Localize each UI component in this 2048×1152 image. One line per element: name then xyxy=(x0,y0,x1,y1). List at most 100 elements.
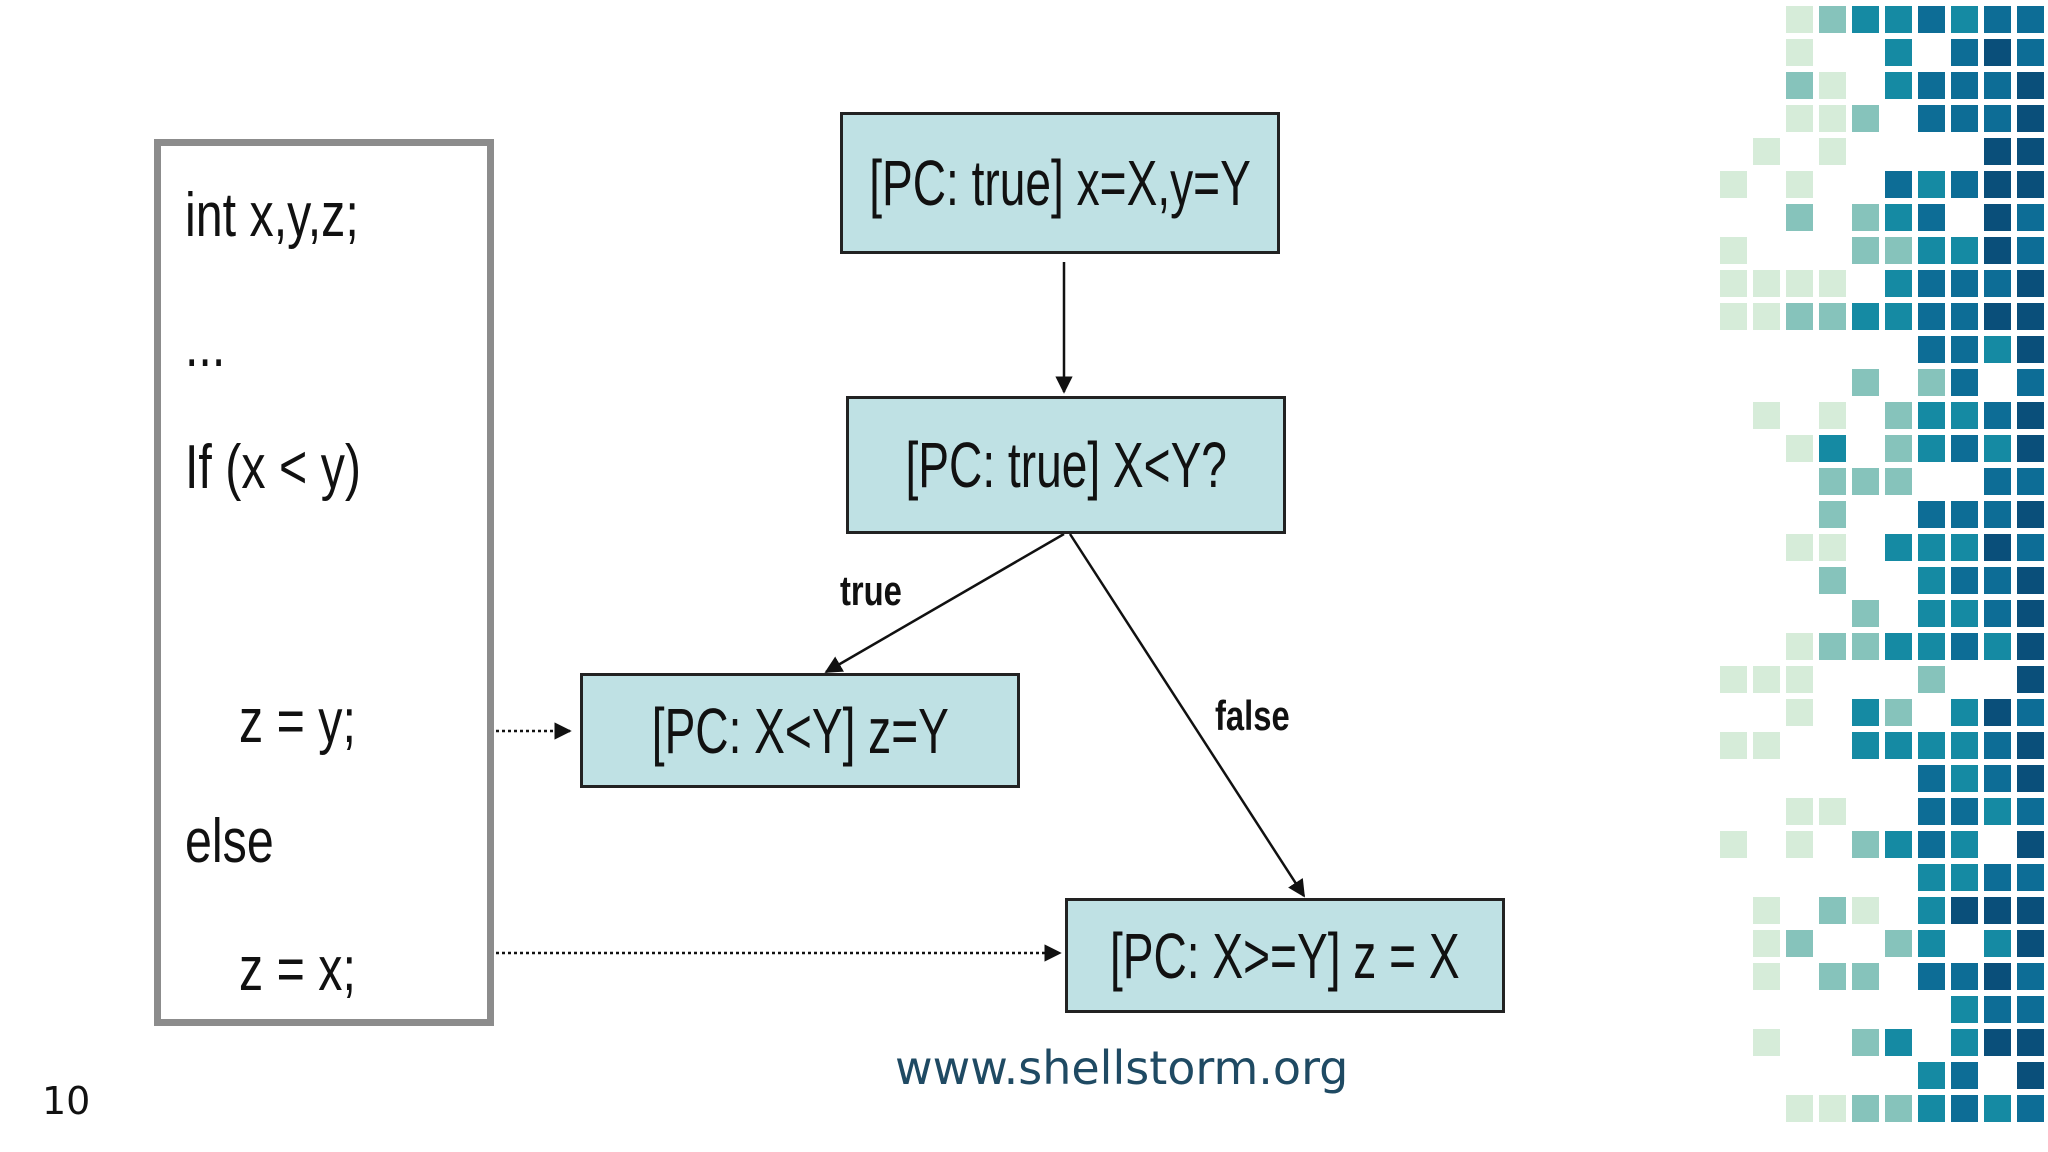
mosaic-tile xyxy=(1984,633,2011,660)
mosaic-tile xyxy=(2017,930,2044,957)
mosaic-tile xyxy=(2017,831,2044,858)
mosaic-tile xyxy=(1984,732,2011,759)
mosaic-tile xyxy=(1918,369,1945,396)
mosaic-tile xyxy=(1885,204,1912,231)
mosaic-tile xyxy=(2017,732,2044,759)
mosaic-tile xyxy=(1819,1095,1846,1122)
mosaic-tile xyxy=(1984,798,2011,825)
mosaic-tile xyxy=(1786,699,1813,726)
mosaic-tile xyxy=(1852,633,1879,660)
mosaic-tile xyxy=(1951,1029,1978,1056)
mosaic-tile xyxy=(1885,72,1912,99)
mosaic-tile xyxy=(1918,303,1945,330)
mosaic-tile xyxy=(1852,204,1879,231)
mosaic-tile xyxy=(1720,303,1747,330)
mosaic-tile xyxy=(1918,633,1945,660)
mosaic-tile xyxy=(1918,6,1945,33)
mosaic-tile xyxy=(1984,699,2011,726)
mosaic-tile xyxy=(1852,1095,1879,1122)
mosaic-tile xyxy=(1984,138,2011,165)
mosaic-tile xyxy=(1984,237,2011,264)
mosaic-tile xyxy=(1918,204,1945,231)
mosaic-tile xyxy=(1918,336,1945,363)
mosaic-tile xyxy=(1984,567,2011,594)
mosaic-tile xyxy=(1852,897,1879,924)
code-line-if: If (x < y) xyxy=(185,433,361,502)
mosaic-tile xyxy=(1786,105,1813,132)
mosaic-tile xyxy=(1753,138,1780,165)
mosaic-tile xyxy=(1951,105,1978,132)
mosaic-tile xyxy=(1918,1062,1945,1089)
mosaic-tile xyxy=(1951,171,1978,198)
mosaic-tile xyxy=(1753,963,1780,990)
mosaic-tile xyxy=(2017,435,2044,462)
footer-url[interactable]: www.shellstorm.org xyxy=(895,1041,1349,1095)
mosaic-tile xyxy=(2017,567,2044,594)
mosaic-tile xyxy=(1984,303,2011,330)
mosaic-tile xyxy=(1786,435,1813,462)
code-line-else: else xyxy=(185,807,274,876)
code-line-declaration: int x,y,z; xyxy=(185,181,359,250)
mosaic-tile xyxy=(1852,369,1879,396)
mosaic-tile xyxy=(1984,600,2011,627)
mosaic-tile xyxy=(1951,72,1978,99)
page-number: 10 xyxy=(42,1079,91,1123)
node-true-branch: [PC: X<Y] z=Y xyxy=(580,673,1020,788)
mosaic-tile xyxy=(1786,1095,1813,1122)
mosaic-tile xyxy=(1852,6,1879,33)
mosaic-tile xyxy=(1819,963,1846,990)
mosaic-tile xyxy=(1984,930,2011,957)
mosaic-tile xyxy=(1852,831,1879,858)
mosaic-tile xyxy=(1951,831,1978,858)
mosaic-tile xyxy=(1984,435,2011,462)
mosaic-tile xyxy=(2017,6,2044,33)
mosaic-tile xyxy=(1885,732,1912,759)
mosaic-tile xyxy=(2017,72,2044,99)
mosaic-tile xyxy=(1720,237,1747,264)
mosaic-tile xyxy=(1918,765,1945,792)
mosaic-tile xyxy=(1885,1095,1912,1122)
mosaic-tile xyxy=(1984,105,2011,132)
mosaic-tile xyxy=(1918,567,1945,594)
mosaic-tile xyxy=(1819,270,1846,297)
mosaic-tile xyxy=(1885,633,1912,660)
mosaic-tile xyxy=(1951,1095,1978,1122)
mosaic-tile xyxy=(1918,402,1945,429)
mosaic-tile xyxy=(1984,534,2011,561)
mosaic-tile xyxy=(2017,369,2044,396)
mosaic-tile xyxy=(1819,633,1846,660)
mosaic-tile xyxy=(1984,1095,2011,1122)
mosaic-tile xyxy=(1852,600,1879,627)
mosaic-tile xyxy=(1918,105,1945,132)
mosaic-tile xyxy=(2017,105,2044,132)
mosaic-tile xyxy=(1819,72,1846,99)
mosaic-tile xyxy=(1720,732,1747,759)
mosaic-tile xyxy=(1984,996,2011,1023)
mosaic-tile xyxy=(1984,468,2011,495)
mosaic-tile xyxy=(1951,567,1978,594)
mosaic-tile xyxy=(2017,798,2044,825)
mosaic-tile xyxy=(1819,6,1846,33)
mosaic-tile xyxy=(1786,798,1813,825)
mosaic-tile xyxy=(1951,699,1978,726)
mosaic-tile xyxy=(1885,831,1912,858)
node-true-branch-label: [PC: X<Y] z=Y xyxy=(651,694,949,767)
mosaic-tile xyxy=(1786,6,1813,33)
mosaic-tile xyxy=(2017,336,2044,363)
mosaic-tile xyxy=(1984,204,2011,231)
node-condition-label: [PC: true] X<Y? xyxy=(905,429,1227,501)
mosaic-tile xyxy=(1852,699,1879,726)
mosaic-tile xyxy=(2017,501,2044,528)
mosaic-tile xyxy=(1753,270,1780,297)
mosaic-tile xyxy=(1753,666,1780,693)
mosaic-tile xyxy=(1786,171,1813,198)
mosaic-tile xyxy=(1819,798,1846,825)
mosaic-tile xyxy=(1753,402,1780,429)
edge-label-true: true xyxy=(840,567,902,614)
mosaic-tile xyxy=(1786,831,1813,858)
mosaic-tile xyxy=(1984,270,2011,297)
mosaic-tile xyxy=(1819,468,1846,495)
node-false-branch-label: [PC: X>=Y] z = X xyxy=(1110,919,1460,992)
mosaic-tile xyxy=(1918,1095,1945,1122)
